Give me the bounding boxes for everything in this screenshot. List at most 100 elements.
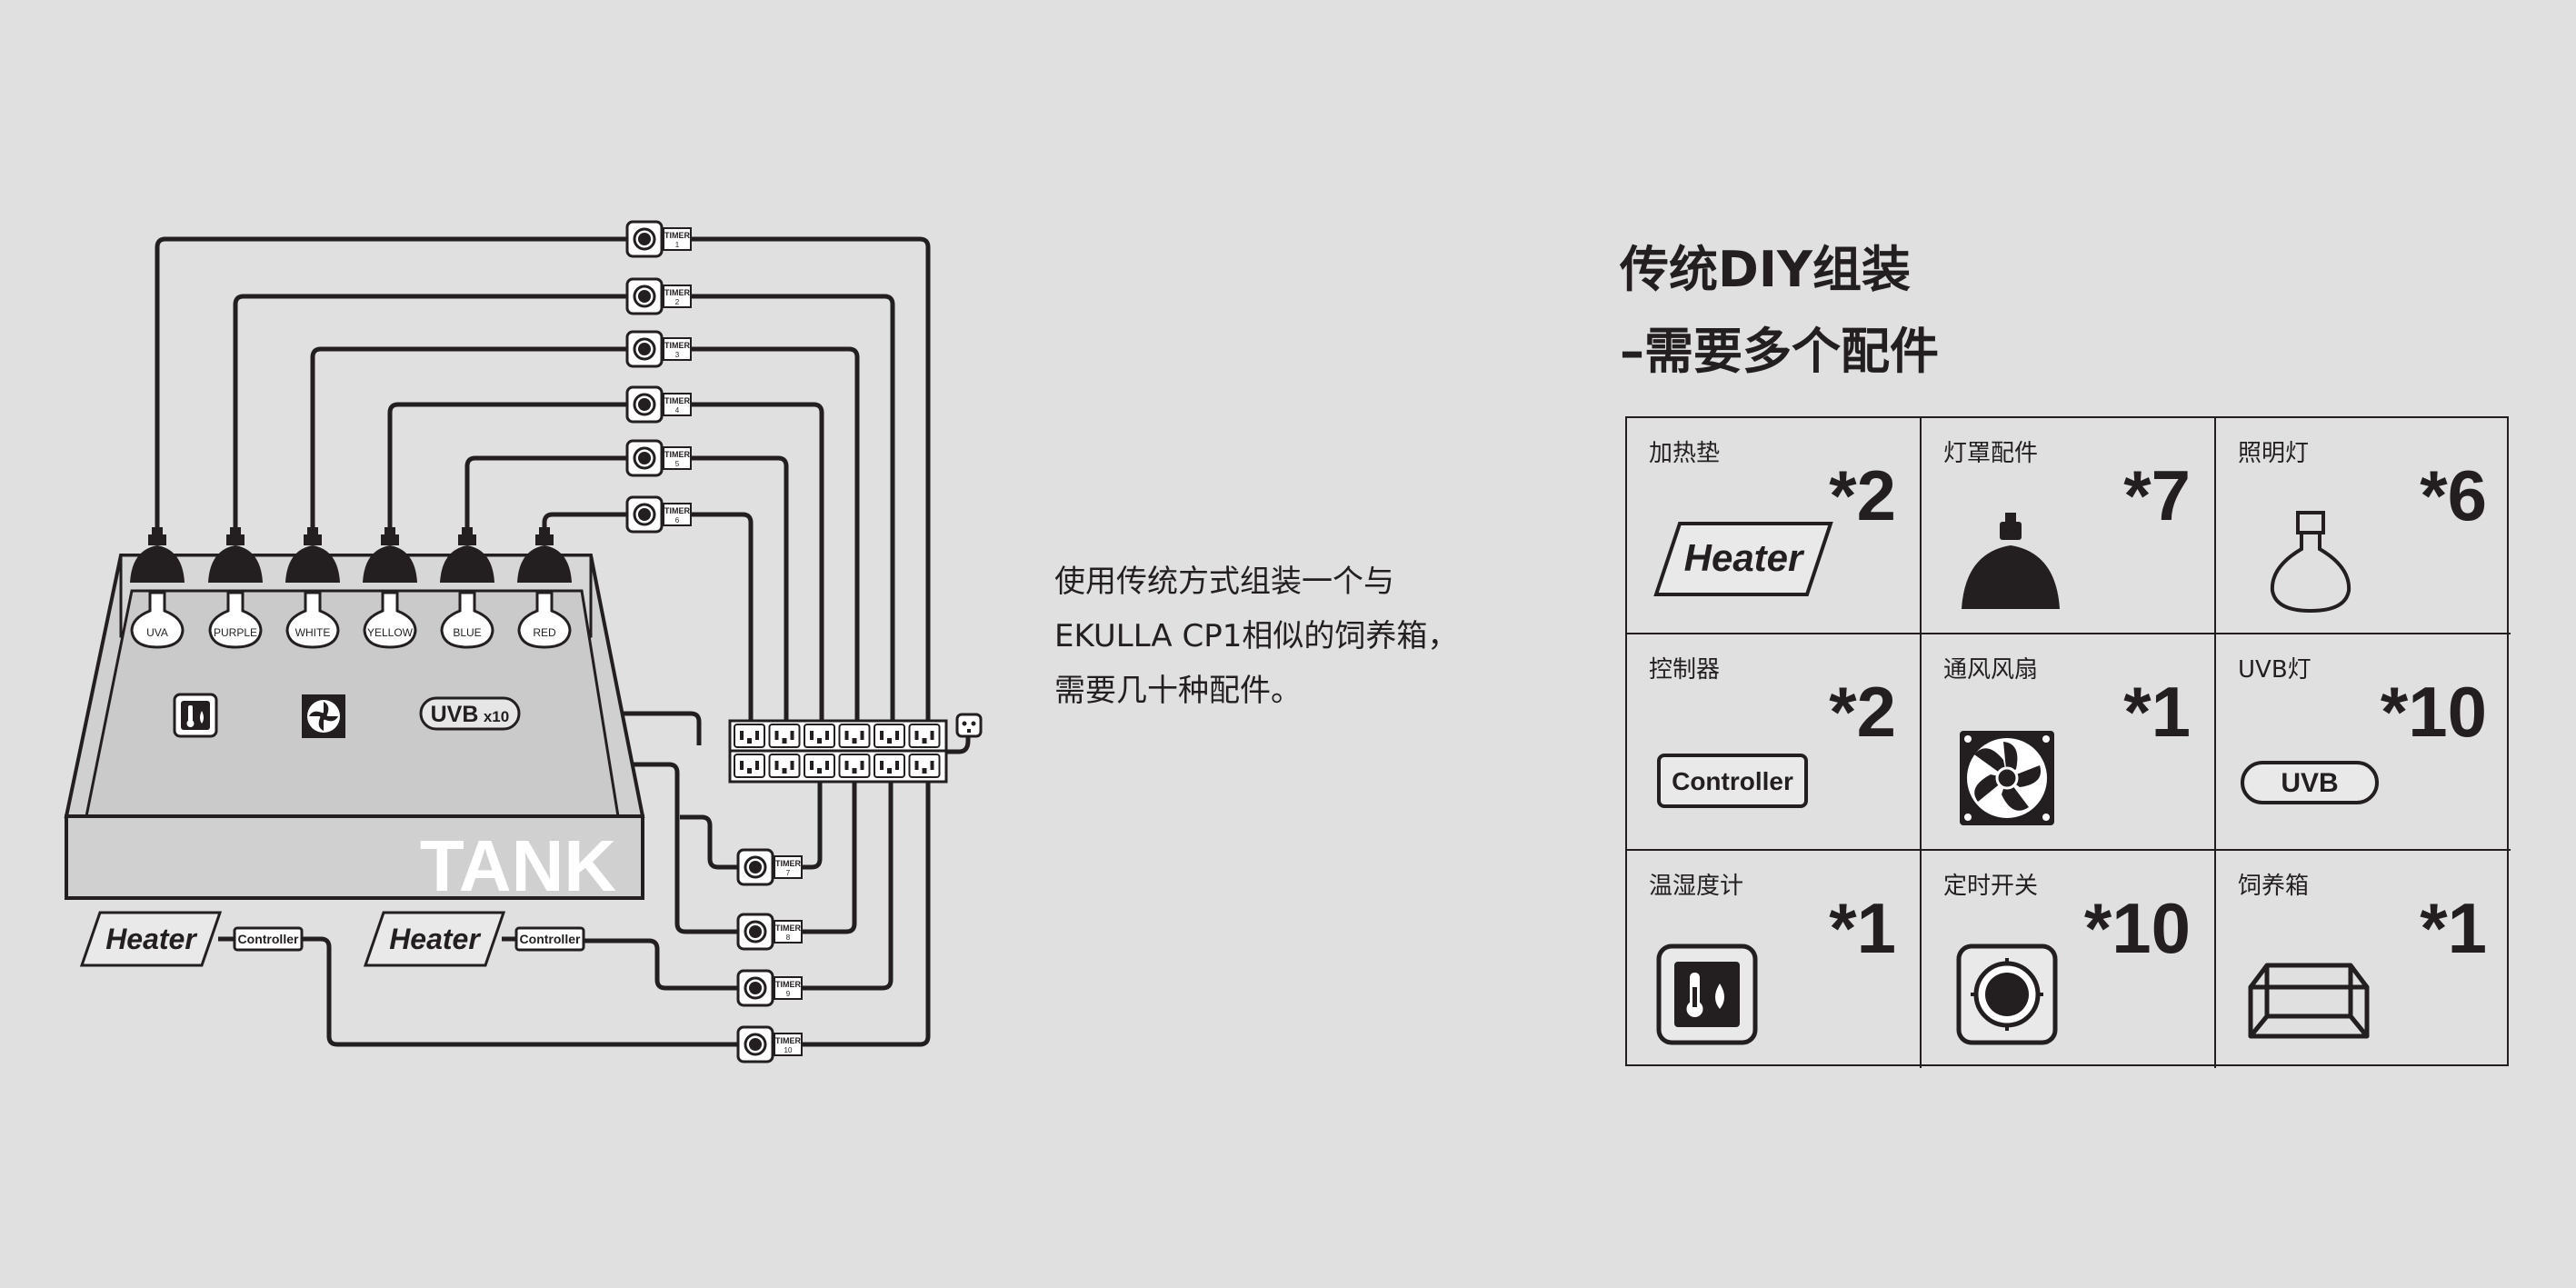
uvb-lamp-icon: UVB	[2241, 761, 2379, 804]
power-socket	[804, 724, 835, 748]
heater-label-2: Heater	[389, 923, 481, 955]
part-quantity: *10	[2083, 888, 2191, 968]
timer-label: TIMER	[664, 396, 690, 405]
lamp: YELLOW	[363, 527, 417, 649]
timer-number: 6	[675, 516, 680, 524]
lamp: BLUE	[440, 527, 494, 649]
part-name: UVB灯	[2238, 656, 2311, 684]
controller-icon: Controller	[1657, 754, 1808, 808]
wire-4	[387, 402, 824, 723]
wire-10	[300, 782, 931, 1047]
power-strip	[728, 719, 948, 784]
heater-controller-1: Heater Controller	[79, 911, 304, 967]
wire-7	[680, 782, 823, 870]
part-quantity: *1	[2420, 888, 2487, 968]
section-title: 传统DIY组装	[1620, 241, 1912, 298]
timer-label: TIMER	[664, 288, 690, 297]
timer-number: 4	[675, 406, 680, 414]
lamp-label: RED	[533, 626, 556, 639]
part-name: 饲养箱	[2238, 873, 2310, 900]
power-socket	[734, 754, 765, 778]
part-cell-fan: 通风风扇 *1	[1922, 634, 2216, 851]
power-socket	[908, 724, 941, 748]
part-name: 灯罩配件	[1943, 440, 2039, 467]
light-bulb-icon	[2270, 511, 2351, 614]
timer-number: 7	[786, 869, 791, 877]
plug-icon	[955, 713, 983, 738]
description-line: 需要几十种配件。	[1054, 673, 1302, 709]
description: 使用传统方式组装一个与 EKULLA CP1相似的饲养箱， 需要几十种配件。	[1054, 554, 1563, 718]
timer-number: 10	[784, 1046, 793, 1054]
thermo-hygrometer-small-icon	[173, 693, 218, 738]
timer-label: TIMER	[664, 506, 690, 515]
power-socket	[874, 724, 905, 748]
uvb-label: UVB	[431, 702, 479, 727]
part-cell-enclosure: 饲养箱 *1	[2216, 851, 2511, 1068]
part-quantity: *7	[2123, 455, 2191, 535]
tank: TANK	[64, 554, 645, 906]
power-socket	[768, 754, 801, 778]
timer-label: TIMER	[664, 231, 690, 240]
part-quantity: *10	[2380, 672, 2487, 752]
lamp: WHITE	[285, 527, 340, 649]
power-socket	[908, 754, 941, 778]
lamp: UVA	[130, 527, 185, 649]
section-subtitle: –需要多个配件	[1620, 323, 1939, 380]
timer-number: 2	[675, 298, 680, 306]
part-name: 通风风扇	[1943, 656, 2039, 684]
tank-label: TANK	[420, 825, 616, 906]
timer-label: TIMER	[775, 924, 801, 933]
part-name: 加热垫	[1649, 440, 1721, 467]
lamp-label: UVA	[146, 626, 168, 639]
power-socket	[874, 754, 905, 778]
timer-label: TIMER	[775, 980, 801, 989]
part-cell-uvb: UVB灯 *10 UVB	[2216, 634, 2511, 851]
timer-number: 1	[675, 241, 680, 249]
wire-uvb	[518, 711, 702, 745]
part-name: 照明灯	[2238, 440, 2310, 467]
part-cell-lamp-shade: 灯罩配件 *7	[1922, 418, 2216, 634]
lamp-label: YELLOW	[367, 626, 414, 639]
part-name: 定时开关	[1943, 873, 2039, 900]
power-socket	[838, 724, 871, 748]
uvb-icon-text: UVB	[2281, 768, 2338, 798]
part-cell-thermo-hygrometer: 温湿度计 *1	[1627, 851, 1922, 1068]
controller-icon-text: Controller	[1672, 767, 1793, 795]
controller-label-1: Controller	[238, 932, 299, 946]
timer-label: TIMER	[664, 450, 690, 459]
wire-9	[573, 782, 894, 991]
heater-controller-2: Heater Controller	[363, 911, 585, 967]
lamp: RED	[517, 527, 572, 649]
timer-group: TIMER1TIMER2TIMER3TIMER4TIMER5TIMER6TIME…	[625, 220, 803, 1063]
heater-icon-text: Heater	[1684, 536, 1805, 579]
power-socket	[768, 724, 801, 748]
lamp-label: WHITE	[295, 626, 331, 639]
part-name: 控制器	[1649, 656, 1721, 684]
wire-6	[542, 512, 754, 723]
heater-label-1: Heater	[105, 923, 197, 955]
timer-number: 5	[675, 460, 680, 468]
power-socket	[838, 754, 871, 778]
part-cell-timer-switch: 定时开关 *10	[1922, 851, 2216, 1068]
timer-label: TIMER	[664, 341, 690, 350]
lamp-label: BLUE	[453, 626, 481, 639]
description-line: EKULLA CP1相似的饲养箱，	[1054, 618, 1459, 654]
timer-number: 9	[786, 990, 791, 998]
plug-cord	[945, 734, 971, 754]
uvb-tube: UVB x10	[419, 696, 521, 731]
controller-label-2: Controller	[520, 932, 581, 946]
lamp-shade-icon	[1962, 513, 2060, 609]
fan-icon	[1960, 731, 2054, 825]
part-quantity: *1	[2123, 672, 2191, 752]
timer-switch-icon	[1956, 944, 2058, 1045]
